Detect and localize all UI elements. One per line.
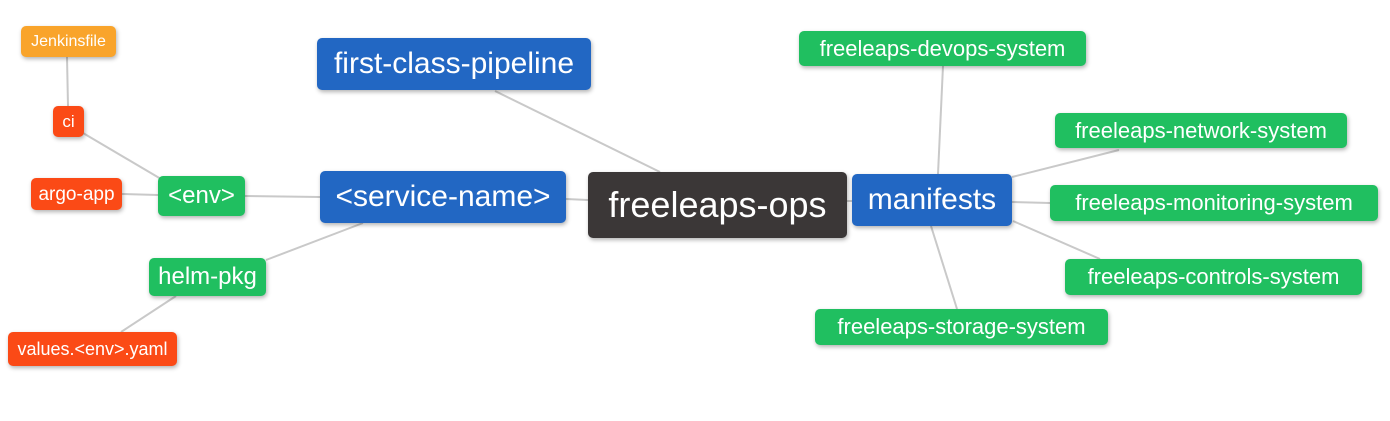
node-argo-app[interactable]: argo-app — [31, 178, 122, 210]
node-first-class-pipeline[interactable]: first-class-pipeline — [317, 38, 591, 90]
edge-ci-env — [82, 132, 162, 180]
edge-manifests-freeleaps-devops-system — [937, 65, 944, 175]
edge-helm-pkg-values-env-yaml — [120, 295, 177, 333]
node-freeleaps-ops[interactable]: freeleaps-ops — [588, 172, 847, 238]
edge-manifests-freeleaps-controls-system — [1012, 220, 1101, 260]
node-manifests[interactable]: manifests — [852, 174, 1012, 226]
node-env[interactable]: <env> — [158, 176, 245, 216]
edge-service-name-freeleaps-ops — [565, 198, 589, 201]
node-values-env-yaml[interactable]: values.<env>.yaml — [8, 332, 177, 366]
node-freeleaps-monitoring-system[interactable]: freeleaps-monitoring-system — [1050, 185, 1378, 221]
edge-argo-app-env — [121, 193, 159, 196]
node-helm-pkg[interactable]: helm-pkg — [149, 258, 266, 296]
node-jenkinsfile[interactable]: Jenkinsfile — [21, 26, 116, 57]
edge-manifests-freeleaps-storage-system — [930, 225, 958, 310]
node-ci[interactable]: ci — [53, 106, 84, 137]
edge-service-name-helm-pkg — [265, 222, 364, 261]
edge-manifests-freeleaps-monitoring-system — [1011, 201, 1051, 204]
node-freeleaps-controls-system[interactable]: freeleaps-controls-system — [1065, 259, 1362, 295]
node-freeleaps-network-system[interactable]: freeleaps-network-system — [1055, 113, 1347, 148]
edge-first-class-pipeline-freeleaps-ops — [494, 90, 661, 173]
edge-env-service-name — [244, 195, 321, 198]
node-freeleaps-storage-system[interactable]: freeleaps-storage-system — [815, 309, 1108, 345]
node-service-name[interactable]: <service-name> — [320, 171, 566, 223]
node-freeleaps-devops-system[interactable]: freeleaps-devops-system — [799, 31, 1086, 66]
edge-manifests-freeleaps-network-system — [1011, 149, 1120, 178]
edge-jenkinsfile-ci — [66, 56, 69, 107]
